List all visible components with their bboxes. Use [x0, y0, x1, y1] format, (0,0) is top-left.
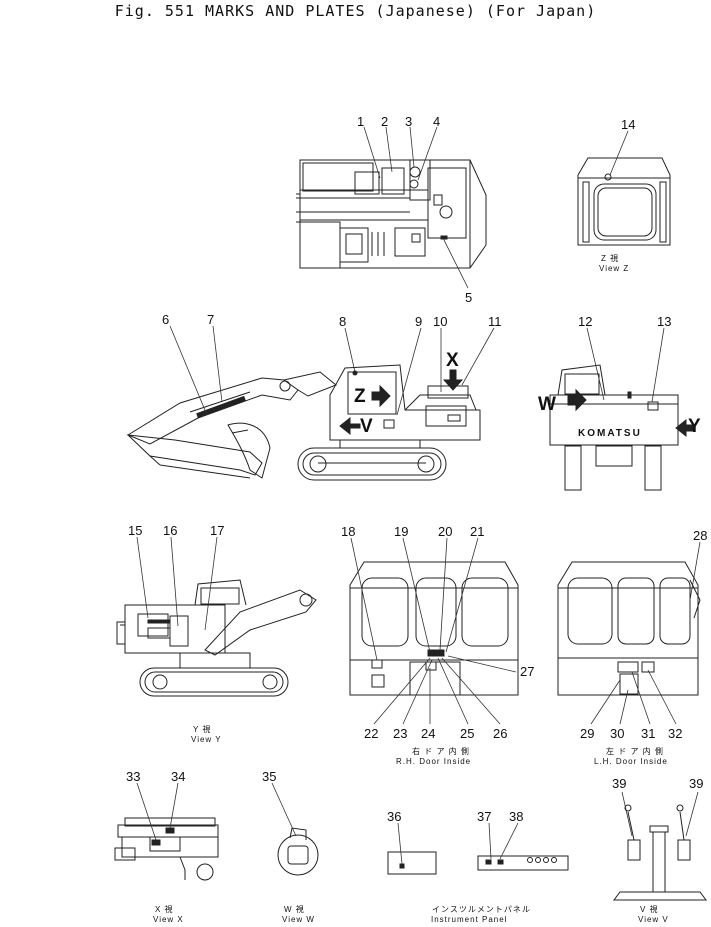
- figure-title: Fig. 551 MARKS AND PLATES (Japanese) (Fo…: [114, 2, 597, 20]
- caption-view-x-jp: X 視: [155, 905, 174, 914]
- komatsu-decal-text: KOMATSU: [578, 428, 642, 439]
- caption-rh-door: R.H. Door Inside: [396, 757, 471, 766]
- instrument-panel-figure: [387, 851, 569, 875]
- caption-lh-door-jp: 左 ド ア 内 側: [606, 746, 664, 756]
- callout-2: 2: [381, 114, 388, 129]
- callout-6: 6: [162, 312, 169, 327]
- view-captions: Z 視 View Z Y 視 View Y 右 ド ア 内 側 R.H. Doo…: [153, 254, 669, 924]
- rear-view: [549, 364, 695, 491]
- view-y-figure: [116, 579, 317, 697]
- callout-17: 17: [210, 523, 224, 538]
- callout-18: 18: [341, 524, 355, 539]
- callout-30: 30: [610, 726, 624, 741]
- view-x-leaders: [136, 782, 179, 841]
- callout-9: 9: [415, 314, 422, 329]
- view-v-figure: [613, 804, 707, 901]
- callout-7: 7: [207, 312, 214, 327]
- caption-view-w: View W: [282, 915, 315, 924]
- caption-view-x: View X: [153, 915, 184, 924]
- lh-door-leaders: [590, 541, 701, 725]
- callout-31: 31: [641, 726, 655, 741]
- callout-3: 3: [405, 114, 412, 129]
- callout-26: 26: [493, 726, 507, 741]
- view-letter-v: V: [360, 416, 373, 437]
- view-letter-z: Z: [354, 386, 366, 407]
- callout-37: 37: [477, 809, 491, 824]
- callout-20: 20: [438, 524, 452, 539]
- caption-view-y-jp: Y 視: [193, 725, 211, 734]
- callout-25: 25: [460, 726, 474, 741]
- callout-numbers: 1 2 3 4 5 6 7 8 9 10 11 12 13 14 15 16 1…: [126, 114, 707, 824]
- caption-view-w-jp: W 視: [284, 905, 305, 914]
- callout-36: 36: [387, 809, 401, 824]
- callout-28: 28: [693, 528, 707, 543]
- callout-39-left: 39: [612, 776, 626, 791]
- callout-5: 5: [465, 290, 472, 305]
- callout-35: 35: [262, 769, 276, 784]
- view-letter-x: X: [446, 350, 459, 371]
- caption-view-z-jp: Z 視: [601, 254, 619, 263]
- caption-view-z: View Z: [599, 264, 629, 273]
- callout-29: 29: [580, 726, 594, 741]
- callout-14: 14: [621, 117, 635, 132]
- caption-view-y: View Y: [191, 735, 222, 744]
- lh-door-figure: [557, 561, 701, 696]
- callout-23: 23: [393, 726, 407, 741]
- callout-21: 21: [470, 524, 484, 539]
- caption-view-v: View V: [638, 915, 669, 924]
- callout-13: 13: [657, 314, 671, 329]
- caption-instrument-panel-jp: インスツルメントパネル: [432, 905, 531, 914]
- callout-8: 8: [339, 314, 346, 329]
- callout-38: 38: [509, 809, 523, 824]
- side-view-leaders: [169, 325, 495, 416]
- view-z-figure: [577, 130, 671, 246]
- view-v-leaders: [621, 791, 699, 837]
- callout-16: 16: [163, 523, 177, 538]
- callout-27: 27: [520, 664, 534, 679]
- view-y-leaders: [136, 536, 218, 631]
- top-view-leaders: [363, 126, 469, 289]
- instrument-panel-leaders: [397, 822, 519, 865]
- callout-12: 12: [578, 314, 592, 329]
- view-letter-w: W: [538, 394, 556, 415]
- callout-11: 11: [488, 314, 502, 329]
- rear-view-leaders: [586, 327, 665, 403]
- top-view: [296, 159, 487, 269]
- side-view: [126, 364, 481, 481]
- callout-22: 22: [364, 726, 378, 741]
- view-w-leader: [271, 782, 297, 837]
- callout-39-right: 39: [689, 776, 703, 791]
- callout-33: 33: [126, 769, 140, 784]
- callout-19: 19: [394, 524, 408, 539]
- caption-view-v-jp: V 視: [640, 905, 659, 914]
- callout-10: 10: [433, 314, 447, 329]
- caption-instrument-panel: Instrument Panel: [431, 915, 507, 924]
- callout-4: 4: [433, 114, 440, 129]
- view-w-figure: [277, 827, 319, 876]
- callout-15: 15: [128, 523, 142, 538]
- view-x-figure: [114, 817, 219, 881]
- callout-1: 1: [357, 114, 364, 129]
- caption-lh-door: L.H. Door Inside: [594, 757, 668, 766]
- rh-door-leaders: [350, 537, 517, 725]
- callout-34: 34: [171, 769, 185, 784]
- caption-rh-door-jp: 右 ド ア 内 側: [412, 746, 470, 756]
- callout-32: 32: [668, 726, 682, 741]
- callout-24: 24: [421, 726, 435, 741]
- view-letter-y: Y: [688, 416, 701, 437]
- rh-door-figure: [349, 561, 519, 696]
